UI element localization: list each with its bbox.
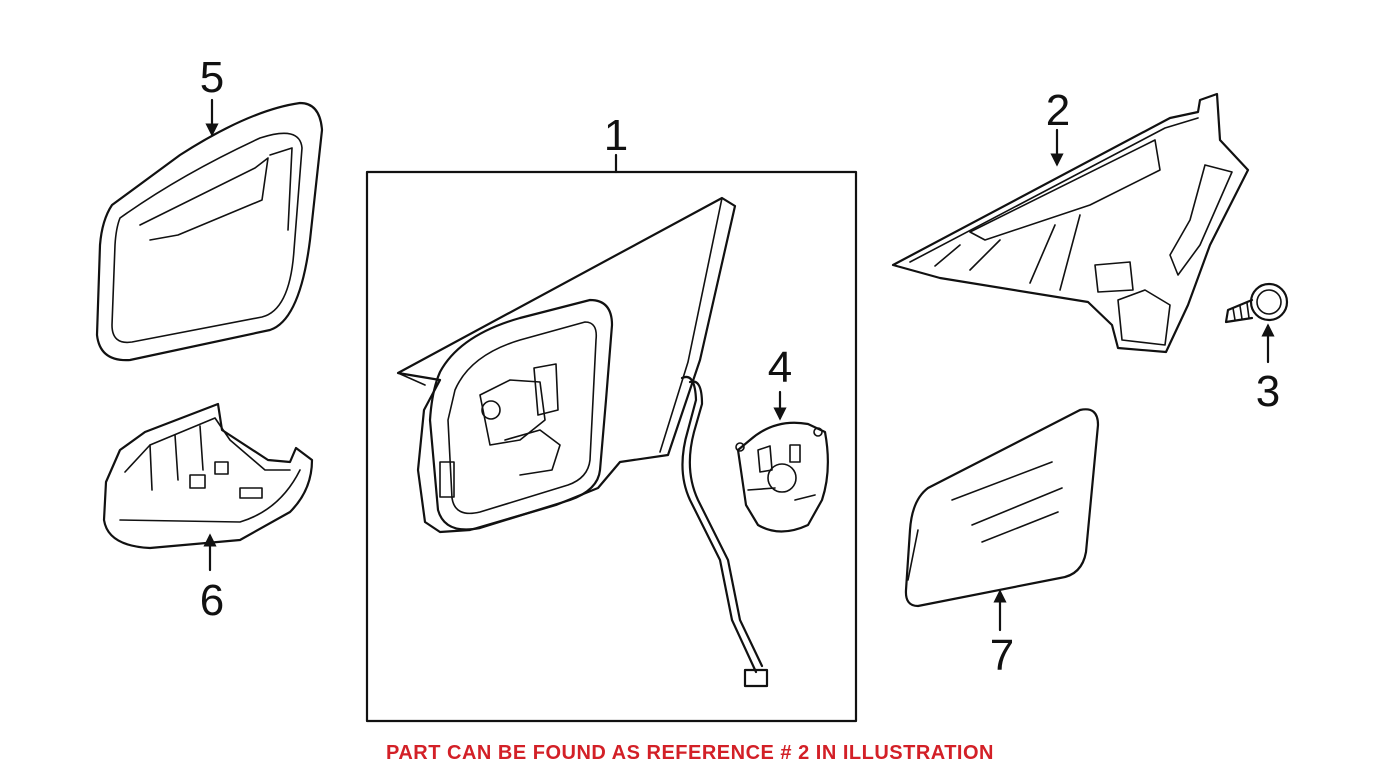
- part-3-screw: [1224, 282, 1289, 364]
- reference-note: PART CAN BE FOUND AS REFERENCE # 2 IN IL…: [386, 742, 994, 764]
- part-7-mirror-glass: [904, 408, 1100, 632]
- callout-7: 7: [990, 631, 1014, 680]
- callout-6: 6: [200, 576, 224, 625]
- part-4-actuator: [735, 390, 829, 533]
- callout-3: 3: [1256, 367, 1280, 416]
- part-1-mirror-assembly: [365, 153, 858, 723]
- part-6-lower-cover: [102, 402, 314, 572]
- callout-4: 4: [768, 343, 792, 392]
- assembly-box: [365, 170, 858, 723]
- callout-2: 2: [1046, 86, 1070, 135]
- part-5-cover-frame: [95, 98, 324, 362]
- callout-1: 1: [604, 111, 628, 160]
- part-2-mirror-base: [891, 92, 1250, 354]
- callout-5: 5: [200, 53, 224, 102]
